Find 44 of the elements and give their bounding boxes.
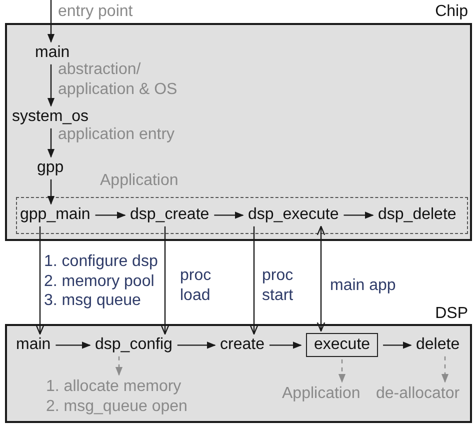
function-name: dsp_create [130, 206, 210, 224]
arrow [160, 226, 170, 335]
note-text: de-allocator [376, 384, 460, 404]
function-name: main [35, 44, 70, 62]
function-name: dsp_config [95, 336, 172, 354]
arrow [269, 342, 302, 349]
arrow [344, 212, 374, 219]
arrow [47, 128, 55, 158]
function-name: dsp_execute [248, 206, 339, 224]
function-box: execute [306, 333, 378, 358]
arrow [47, 64, 55, 107]
edge-label: entry point [58, 2, 134, 22]
arrow [95, 212, 126, 219]
arrow [214, 212, 244, 219]
function-name: gpp [37, 159, 64, 178]
edge-label: main app [330, 276, 397, 296]
function-name: main [16, 336, 51, 354]
note-text: Application [282, 384, 360, 404]
arrow [338, 359, 346, 383]
note-text: 2. msg_queue open [46, 397, 188, 417]
function-name: gpp_main [20, 206, 90, 224]
function-name: delete [416, 336, 460, 354]
arrow [47, 179, 55, 205]
function-name: create [220, 336, 264, 354]
arrow [115, 356, 123, 376]
arrow [56, 342, 91, 349]
arrow [250, 226, 258, 335]
edge-label: proc start [262, 266, 294, 306]
arrow [441, 356, 449, 383]
panel-heading: Chip [435, 3, 468, 22]
arrow [36, 226, 44, 335]
function-name: system_os [12, 108, 88, 126]
arrow [316, 226, 326, 332]
edge-label: 1. configure dsp 2. memory pool 3. msg queue [44, 252, 159, 311]
edge-label: application entry [58, 125, 176, 145]
arrow [383, 342, 412, 349]
function-name: dsp_delete [378, 206, 456, 224]
edge-label: proc load [180, 266, 212, 306]
arrow [177, 342, 216, 349]
note-text: 1. allocate memory [46, 377, 182, 397]
edge-label: abstraction/ application & OS [58, 60, 178, 100]
arrow [47, 0, 55, 43]
panel-heading: Application [100, 172, 178, 190]
panel-heading: DSP [435, 305, 468, 324]
